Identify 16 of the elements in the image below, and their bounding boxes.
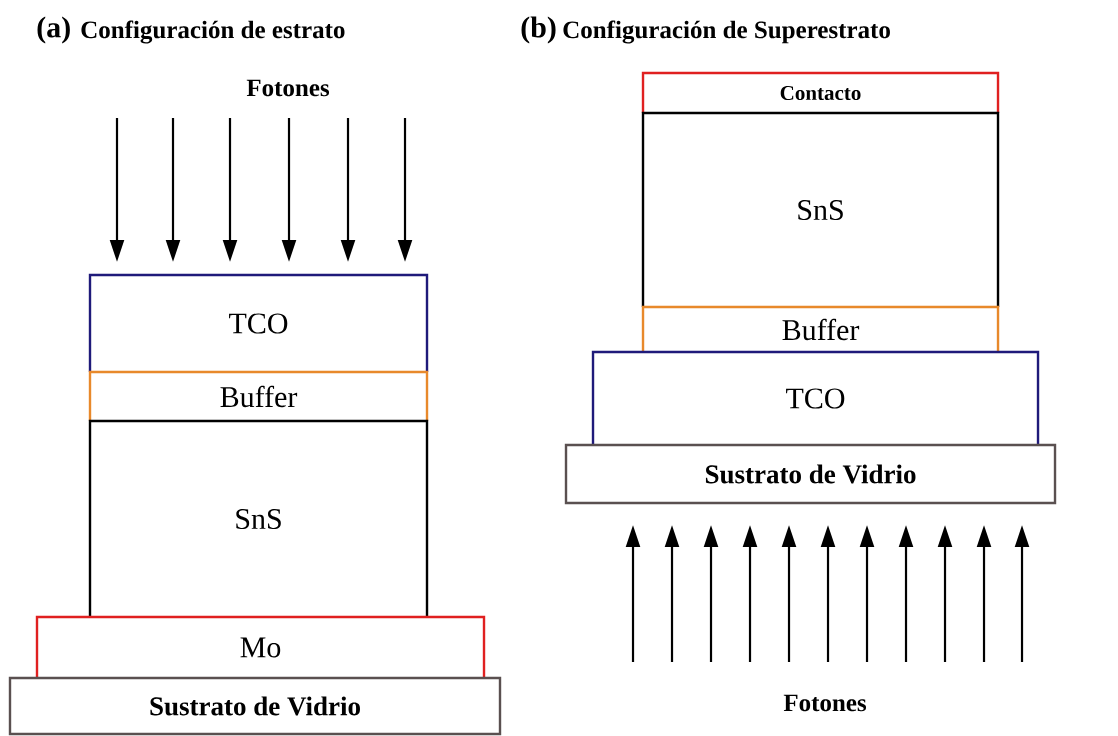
panel-title: Configuración de estrato: [81, 20, 345, 44]
panel-title: Configuración de Superestrato: [563, 20, 890, 44]
panel-label: (b): [521, 16, 556, 44]
photon-label: Fotones: [783, 694, 867, 712]
layer-box: SnS: [641, 111, 1000, 307]
layer-box: Buffer: [641, 305, 1000, 352]
layer-box: Sustrato de Vidrio: [8, 676, 502, 736]
layer-box: SnS: [88, 419, 429, 617]
layer-box: Contacto: [641, 71, 1000, 113]
photon-label: Fotones: [246, 79, 330, 97]
layer-box: TCO: [88, 273, 429, 372]
layer-box: TCO: [591, 350, 1040, 445]
layer-box: Sustrato de Vidrio: [564, 443, 1057, 505]
layer-box: Buffer: [88, 370, 429, 421]
layer-box: Mo: [35, 615, 486, 678]
panel-label: (a): [37, 16, 70, 44]
